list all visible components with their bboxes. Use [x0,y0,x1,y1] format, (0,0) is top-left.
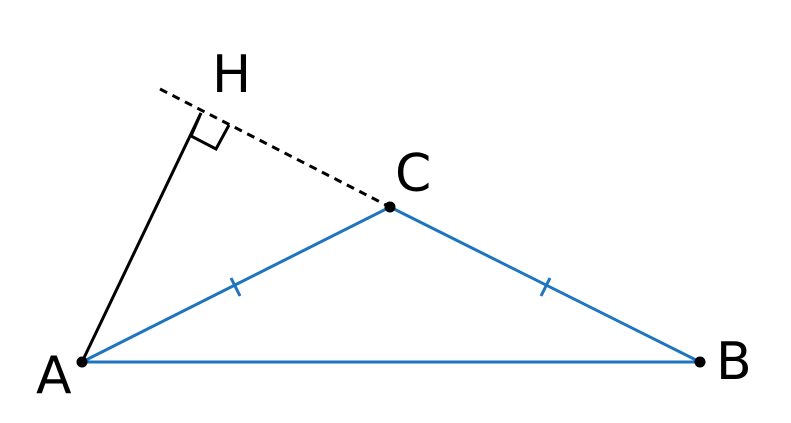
label-c: C [395,144,431,204]
point-a [76,356,88,368]
extension-line-ch [159,87,391,209]
point-b [694,356,706,368]
tick-mark-ac [229,277,242,297]
label-h: H [212,45,251,105]
altitude-ah [80,112,203,363]
point-c [384,201,396,213]
tick-mark-bc [539,277,552,297]
label-b: B [716,332,752,392]
side-ac [80,205,392,364]
side-bc [388,205,702,364]
label-a: A [36,346,72,406]
right-angle-marker [189,112,231,152]
